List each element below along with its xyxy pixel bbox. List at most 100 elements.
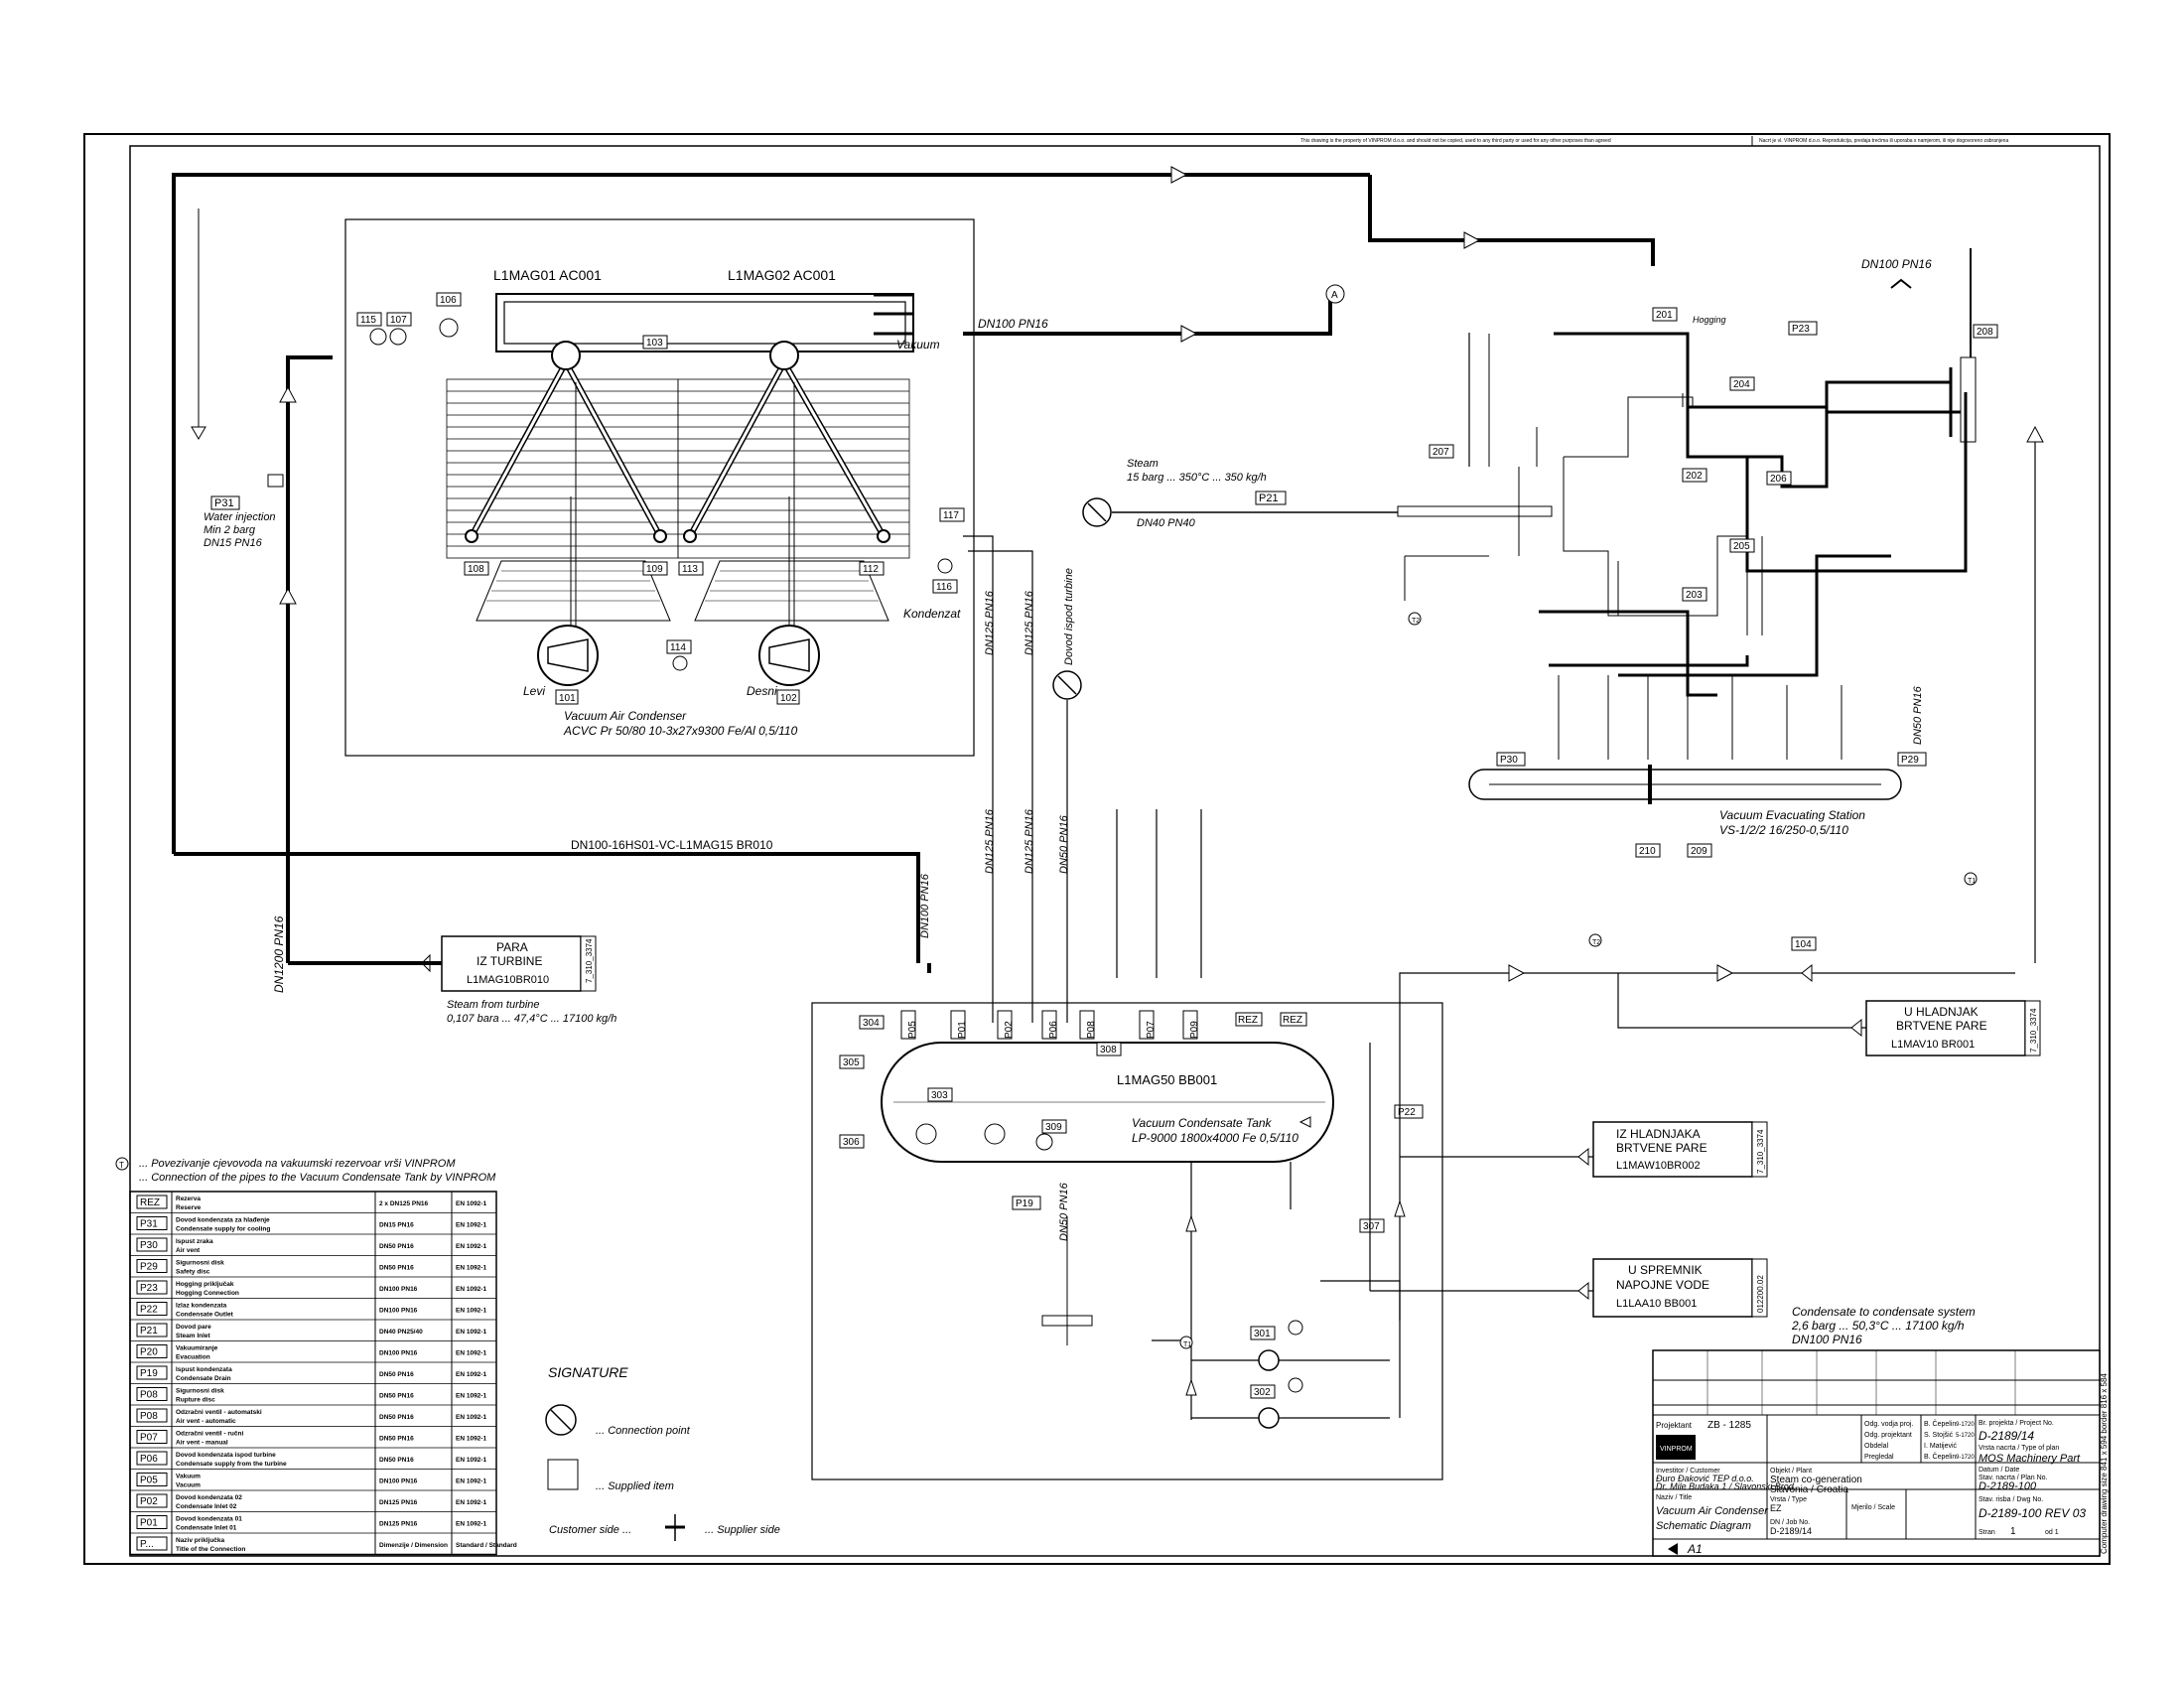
legend-standard: EN 1092-1 (456, 1521, 486, 1528)
u-spremnik-l2: NAPOJNE VODE (1616, 1278, 1709, 1292)
legend-id: P05 (140, 1476, 158, 1486)
iz-hladnjaka-l1: IZ HLADNJAKA (1616, 1127, 1701, 1141)
legend-size: DN50 PN16 (379, 1371, 414, 1378)
line-dn50b-label: DN50 PN16 (1058, 814, 1070, 874)
tank-title-1: Vacuum Condensate Tank (1132, 1116, 1273, 1130)
steam-from-turbine-l1: Steam from turbine (447, 999, 540, 1011)
signature-supplier: ... Supplier side (705, 1524, 780, 1536)
tb-plant: Steam co-generation (1770, 1475, 1862, 1485)
legend-desc-hr: Dovod kondenzata ispod turbine (176, 1452, 276, 1459)
legend-desc-en: Vacuum (176, 1482, 201, 1489)
svg-text:108: 108 (468, 564, 484, 575)
signature-title: SIGNATURE (548, 1364, 628, 1380)
legend-standard: EN 1092-1 (456, 1393, 486, 1400)
u-spremnik-l3: L1LAA10 BB001 (1616, 1298, 1697, 1310)
legend-standard: EN 1092-1 (456, 1414, 486, 1421)
tb-investor-h: Investitor / Customer (1656, 1468, 1720, 1475)
legend-id: P08 (140, 1390, 158, 1401)
tb-job-h: DN / Job No. (1770, 1519, 1810, 1526)
svg-text:305: 305 (843, 1057, 860, 1068)
legend-size: DN100 PN16 (379, 1308, 418, 1315)
tb-sheet-h: Stran (1979, 1529, 1995, 1536)
fan-right-icon (758, 625, 820, 686)
tb-projektant: Projektant (1656, 1421, 1693, 1430)
svg-text:115: 115 (360, 315, 376, 326)
legend-size: DN40 PN25/40 (379, 1329, 423, 1336)
legend-desc-hr: Dovod kondenzata za hlađenje (176, 1217, 270, 1224)
legend-size: DN50 PN16 (379, 1436, 414, 1443)
svg-text:106: 106 (440, 295, 457, 306)
condensate-out-l3: DN100 PN16 (1792, 1333, 1862, 1346)
main-line-label: DN100-16HS01-VC-L1MAG15 BR010 (571, 838, 773, 852)
steam-from-turbine-l2: 0,107 bara ... 47,4°C ... 17100 kg/h (447, 1013, 616, 1025)
legend-desc-hr: Ispust zraka (176, 1238, 213, 1245)
fan-plenum-right (694, 560, 889, 622)
condenser-fins-left (446, 378, 679, 559)
analyzer-a-icon (1325, 284, 1345, 304)
note-mark: T (119, 1161, 124, 1170)
legend-id: P22 (140, 1305, 158, 1316)
tb-sheet: 1 (2010, 1526, 2016, 1537)
tb-format: A1 (1687, 1542, 1703, 1556)
vs-dn50-label: DN50 PN16 (1912, 685, 1924, 745)
u-spremnik-box: U SPREMNIK NAPOJNE VODE L1LAA10 BB001 01… (1577, 1258, 1768, 1318)
tb-plant-h: Objekt / Plant (1770, 1468, 1812, 1475)
legend-size: DN50 PN16 (379, 1393, 414, 1400)
legend-standard: EN 1092-1 (456, 1371, 486, 1378)
svg-text:307: 307 (1363, 1221, 1380, 1232)
legend-standard: EN 1092-1 (456, 1499, 486, 1506)
legend-desc-en: Rupture disc (176, 1397, 215, 1404)
svg-text:309: 309 (1045, 1122, 1062, 1133)
legend-desc-hr: Rezerva (176, 1196, 201, 1202)
svg-text:P02: P02 (1004, 1021, 1015, 1039)
legend-desc-en: Hogging Connection (176, 1290, 239, 1297)
fan-left-icon (537, 625, 599, 686)
u-spremnik-side: 012200.02 (1756, 1275, 1765, 1313)
inner-frame (129, 145, 2101, 1557)
header-notice-en: This drawing is the property of VINPROM … (1300, 138, 1611, 144)
fan-left-label: Levi (523, 684, 545, 698)
legend-standard: EN 1092-1 (456, 1286, 486, 1293)
svg-text:302: 302 (1254, 1387, 1271, 1398)
u-hladnjak-box: U HLADNJAK BRTVENE PARE L1MAV10 BR001 7_… (1850, 1000, 2041, 1056)
tb-person-role: Pregledal (1864, 1454, 1894, 1461)
legend-standard: EN 1092-1 (456, 1478, 486, 1485)
svg-text:102: 102 (780, 693, 797, 704)
legend-size: DN15 PN16 (379, 1222, 414, 1229)
tb-datum-h: Datum / Date (1979, 1467, 2019, 1474)
legend-desc-hr: Izlaz kondenzata (176, 1303, 227, 1310)
legend-size: DN100 PN16 (379, 1478, 418, 1485)
legend-standard: EN 1092-1 (456, 1243, 486, 1250)
vacuum-station-l2: VS-1/2/2 16/250-0,5/110 (1719, 823, 1848, 837)
legend-desc-en: Condensate Inlet 01 (176, 1525, 237, 1532)
condensate-out-l2: 2,6 barg ... 50,3°C ... 17100 kg/h (1791, 1319, 1965, 1333)
legend-standard: Standard / Standard (456, 1542, 517, 1549)
legend-desc-en: Title of the Connection (176, 1546, 245, 1553)
legend-id: P06 (140, 1454, 158, 1465)
kondenzat-label: Kondenzat (903, 607, 961, 621)
legend-desc-hr: Vakuumiranje (176, 1345, 218, 1352)
legend-standard: EN 1092-1 (456, 1436, 486, 1443)
header-notice-hr: Nacrt je vl. VINPROM d.o.o. Reprodukcija… (1759, 138, 2008, 144)
svg-text:202: 202 (1686, 471, 1703, 482)
svg-text:P05: P05 (907, 1021, 918, 1039)
vakuum-label: Vakuum (896, 338, 940, 352)
tank-nozzle-tags: P05 P01 P02 P06 P08 P07 P09 REZ REZ 304 … (839, 936, 1817, 1399)
tank-tag: L1MAG50 BB001 (1117, 1072, 1217, 1087)
signature-connection: ... Connection point (596, 1425, 691, 1437)
legend-size: 2 x DN125 PN16 (379, 1200, 429, 1207)
tb-job: D-2189/14 (1770, 1526, 1812, 1536)
steam-l2: 15 barg ... 350°C ... 350 kg/h (1127, 472, 1267, 484)
svg-text:206: 206 (1770, 474, 1787, 485)
legend-id: P21 (140, 1326, 158, 1336)
outer-frame (83, 133, 2111, 1565)
para-l2: IZ TURBINE (477, 954, 542, 968)
tb-person-role: Odg. projektant (1864, 1432, 1912, 1439)
svg-text:REZ: REZ (1238, 1015, 1258, 1026)
